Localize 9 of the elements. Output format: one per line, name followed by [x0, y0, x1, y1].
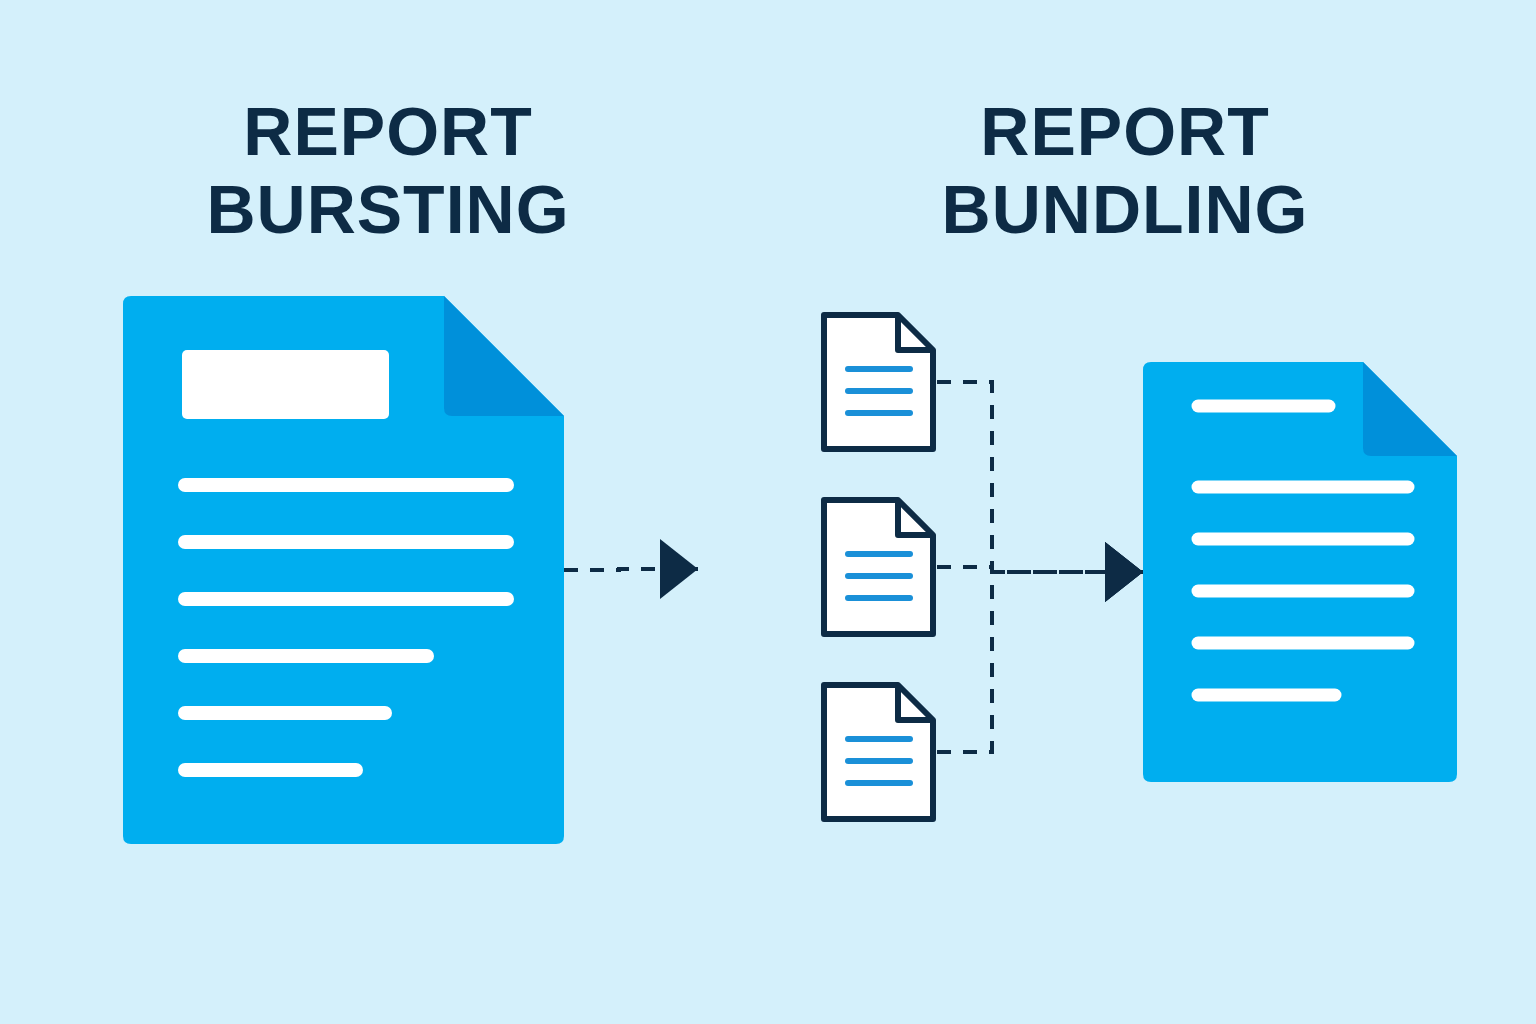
document-icon — [820, 311, 937, 453]
arrow — [564, 539, 698, 599]
document-icon — [123, 296, 564, 844]
document-icon — [1143, 362, 1457, 782]
heading: REPORT BUNDLING — [940, 92, 1310, 248]
arrow — [937, 542, 1143, 754]
document-icon — [820, 496, 937, 638]
heading: REPORT BURSTING — [205, 92, 571, 248]
document-icon — [820, 681, 937, 823]
